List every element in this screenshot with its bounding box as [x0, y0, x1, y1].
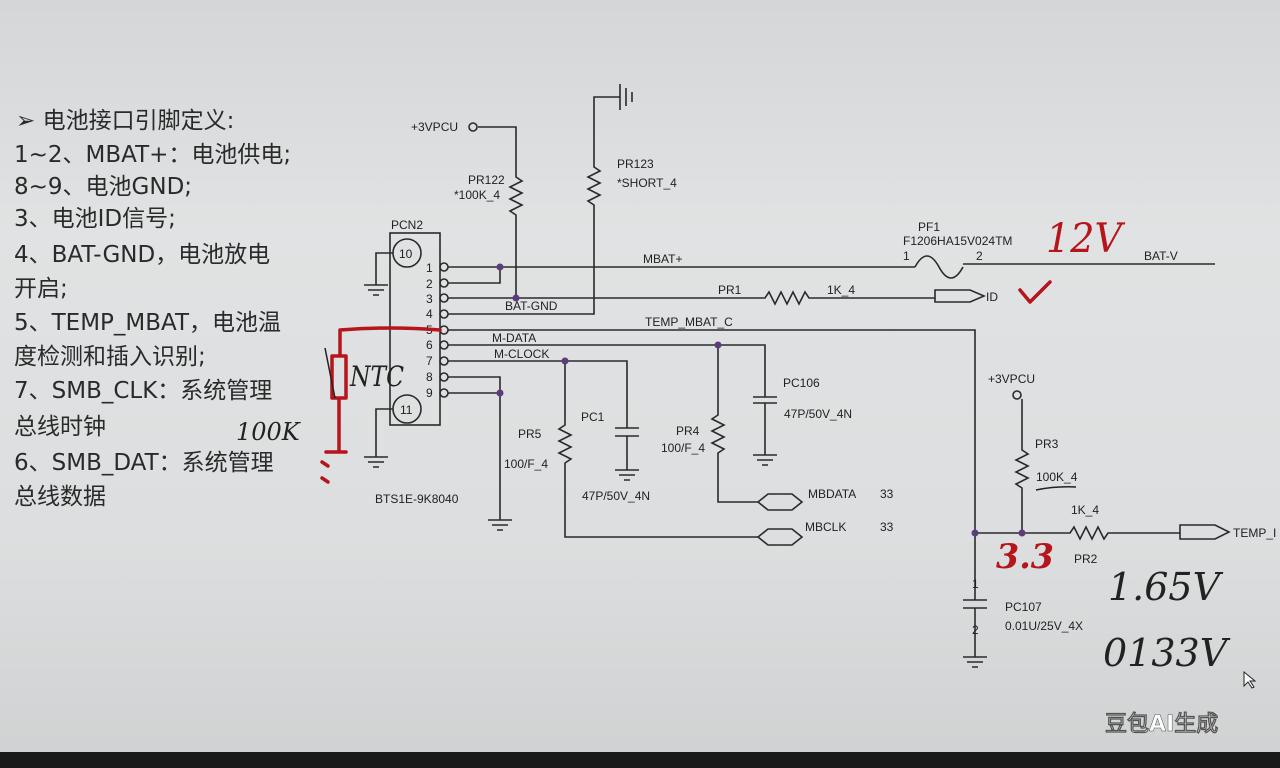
mouse-cursor-icon — [1243, 670, 1257, 689]
part-ref: PR4 — [676, 424, 700, 438]
underline-mark — [1035, 486, 1077, 491]
notes-title: ➢ 电池接口引脚定义: — [16, 108, 234, 134]
part-ref: PC107 — [1005, 600, 1042, 614]
voltage-3v3: 3.3 — [996, 537, 1054, 577]
pin-number: 1 — [972, 577, 979, 591]
part-ref: PR1 — [718, 283, 742, 297]
part-ref: PF1 — [918, 220, 940, 234]
mount-pin-label: 11 — [400, 403, 413, 417]
part-ref: PR123 — [617, 157, 654, 171]
ntc-sketch — [320, 326, 442, 484]
part-value: *100K_4 — [454, 188, 500, 202]
part-value: 1K_4 — [827, 283, 855, 297]
net-label: MBAT+ — [643, 252, 682, 266]
voltage-0v133: 0133V — [1103, 631, 1231, 675]
monitor-bezel — [0, 752, 1280, 768]
part-ref: PR3 — [1035, 437, 1059, 451]
connector-ref: PCN2 — [391, 218, 423, 232]
note-line: 3、电池ID信号; — [14, 206, 176, 232]
part-ref: PC106 — [783, 376, 820, 390]
part-value: 47P/50V_4N — [784, 407, 852, 421]
pin-label: 2 — [426, 277, 433, 291]
net-label: M-CLOCK — [494, 347, 549, 361]
pin-number: 2 — [976, 249, 983, 263]
note-line: 开启; — [14, 276, 68, 302]
net-label: M-DATA — [492, 331, 536, 345]
wires — [364, 84, 1231, 668]
part-ref: PR122 — [468, 173, 505, 187]
note-line: 总线时钟 — [14, 414, 106, 440]
net-label: BAT-GND — [505, 299, 558, 313]
net-label: MBDATA — [808, 487, 856, 501]
pin-label: 9 — [426, 386, 433, 400]
handwritten-annotations: NTC 100K 12V 3.3 1.65V 0133V — [236, 216, 1257, 689]
note-line: 1~2、MBAT+：电池供电; — [14, 142, 291, 168]
pin-label: 3 — [426, 292, 433, 306]
pin-definition-notes: ➢ 电池接口引脚定义: 1~2、MBAT+：电池供电; 8~9、电池GND; 3… — [14, 108, 291, 510]
part-value: 1K_4 — [1071, 503, 1099, 517]
part-ref: PR5 — [518, 427, 542, 441]
part-value: 100/F_4 — [661, 441, 705, 455]
mount-pin-label: 10 — [399, 247, 413, 261]
pin-label: 4 — [426, 307, 433, 321]
voltage-1v65: 1.65V — [1108, 565, 1224, 609]
part-value: 100/F_4 — [504, 457, 548, 471]
part-value: 47P/50V_4N — [582, 489, 650, 503]
part-ref: PR2 — [1074, 552, 1098, 566]
part-value: 100K_4 — [1036, 470, 1078, 484]
note-line: 8~9、电池GND; — [14, 174, 192, 200]
net-label: ID — [986, 290, 998, 304]
schematic-labels: +3VPCU +3VPCU PR122 *100K_4 PR123 *SHORT… — [411, 120, 1276, 637]
pin-number: 1 — [903, 249, 910, 263]
power-label: +3VPCU — [988, 372, 1035, 386]
check-mark — [1018, 280, 1052, 304]
watermark: 豆包AI生成 — [1105, 711, 1218, 737]
page-ref: 33 — [880, 520, 894, 534]
pin-label: 6 — [426, 338, 433, 352]
part-value: 0.01U/25V_4X — [1005, 619, 1083, 633]
net-label: TEMP_MBAT_C — [645, 315, 733, 329]
note-line: 6、SMB_DAT：系统管理 — [14, 450, 274, 476]
note-line: 5、TEMP_MBAT，电池温 — [14, 310, 281, 336]
page-ref: 33 — [880, 487, 894, 501]
note-line: 7、SMB_CLK：系统管理 — [14, 378, 272, 404]
pin-number: 2 — [972, 623, 979, 637]
net-label: BAT-V — [1144, 249, 1178, 263]
net-label: TEMP_I — [1233, 526, 1276, 540]
power-label: +3VPCU — [411, 120, 458, 134]
junction-dots — [496, 263, 1026, 537]
connector-part: BTS1E-9K8040 — [375, 492, 459, 506]
note-line: 4、BAT-GND，电池放电 — [14, 242, 270, 268]
pin-label: 7 — [426, 354, 433, 368]
part-ref: PC1 — [581, 410, 605, 424]
net-label: MBCLK — [805, 520, 846, 534]
ntc-value: 100K — [236, 418, 302, 446]
ntc-label: NTC — [349, 360, 404, 393]
voltage-12v: 12V — [1046, 216, 1126, 262]
part-value: F1206HA15V024TM — [903, 234, 1012, 248]
pin-label: 8 — [426, 370, 433, 384]
note-line: 总线数据 — [14, 484, 106, 510]
pin-label: 1 — [426, 261, 433, 275]
note-line: 度检测和插入识别; — [14, 344, 206, 370]
part-value: *SHORT_4 — [617, 176, 677, 190]
